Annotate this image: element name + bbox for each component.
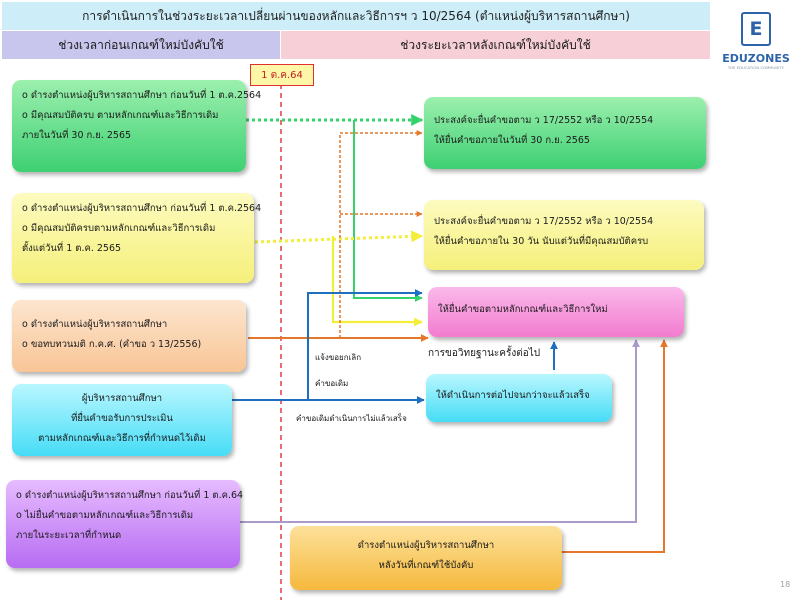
arrow-orange-dotted-to-right-green	[339, 130, 423, 338]
text-line: ให้ยื่นคำขอภายในวันที่ 30 ก.ย. 2565	[434, 135, 590, 146]
arrow-purple-to-new-criteria	[240, 339, 640, 523]
left-cyan-box: ผู้บริหารสถานศึกษา ที่ยื่นคำขอรับการประเ…	[12, 384, 232, 456]
arrow-green-to-new-criteria	[353, 120, 423, 302]
text-line: ที่ยื่นคำขอรับการประเมิน	[71, 413, 173, 424]
text-line: o ดำรงตำแหน่งผู้บริหารสถานศึกษา ก่อนวันท…	[22, 203, 262, 214]
logo-mark: E	[741, 12, 771, 46]
header-after-rule: ช่วงระยะเวลาหลังเกณฑ์ใหม่บังคับใช้	[281, 31, 710, 59]
text-line: ภายในวันที่ 30 ก.ย. 2565	[22, 130, 132, 141]
left-yellow-box: o ดำรงตำแหน่งผู้บริหารสถานศึกษา ก่อนวันท…	[12, 193, 262, 283]
right-yellow-box: ประสงค์จะยื่นคำขอตาม ว 17/2552 หรือ ว 10…	[424, 200, 704, 270]
arrow-orange-bottom-to-new-criteria	[562, 339, 668, 553]
text-line: หลังวันที่เกณฑ์ใช้บังคับ	[378, 560, 474, 571]
text-line: o ดำรงตำแหน่งผู้บริหารสถานศึกษา ก่อนวันท…	[16, 490, 244, 501]
logo-name: EDUZONES	[722, 52, 790, 65]
arrow-yellow-to-new-criteria	[331, 236, 423, 327]
right-new-criteria-box: ให้ยื่นคำขอตามหลักเกณฑ์และวิธีการใหม่	[428, 287, 684, 337]
label-unfinished-request: คำขอเดิมดำเนินการไม่แล้วเสร็จ	[296, 414, 407, 423]
text-line: ตั้งแต่วันที่ 1 ต.ค. 2565	[22, 243, 122, 254]
text-line: ประสงค์จะยื่นคำขอตาม ว 17/2552 หรือ ว 10…	[434, 115, 654, 126]
text-line: o มีคุณสมบัติครบ ตามหลักเกณฑ์และวิธีการเ…	[22, 110, 219, 121]
text-line: o ดำรงตำแหน่งผู้บริหารสถานศึกษา	[22, 319, 168, 330]
bottom-orange-box: ดำรงตำแหน่งผู้บริหารสถานศึกษา หลังวันที่…	[290, 526, 562, 590]
text-line: o มีคุณสมบัติครบตามหลักเกณฑ์และวิธีการเด…	[22, 223, 216, 234]
eduzones-logo: E EDUZONES THE EDUCATION COMMUNITY	[718, 12, 794, 80]
left-purple-box: o ดำรงตำแหน่งผู้บริหารสถานศึกษา ก่อนวันท…	[6, 480, 244, 568]
text-line: ผู้บริหารสถานศึกษา	[81, 393, 163, 404]
right-green-box: ประสงค์จะยื่นคำขอตาม ว 17/2552 หรือ ว 10…	[424, 97, 706, 169]
left-peach-box: o ดำรงตำแหน่งผู้บริหารสถานศึกษา o ขอทบทว…	[12, 300, 246, 372]
text-line: ให้ดำเนินการต่อไปจนกว่าจะแล้วเสร็จ	[436, 390, 590, 401]
label-cancel-notice: แจ้งขอยกเลิก	[315, 353, 362, 362]
header-before-rule: ช่วงเวลาก่อนเกณฑ์ใหม่บังคับใช้	[2, 31, 280, 59]
text-line: ให้ยื่นคำขอตามหลักเกณฑ์และวิธีการใหม่	[438, 304, 608, 315]
left-green-box: o ดำรงตำแหน่งผู้บริหารสถานศึกษา ก่อนวันท…	[12, 80, 262, 172]
text-line: o ไม่ยื่นคำขอตามหลักเกณฑ์และวิธีการเดิม	[16, 510, 194, 521]
right-continue-box: ให้ดำเนินการต่อไปจนกว่าจะแล้วเสร็จ	[426, 374, 612, 422]
page-title: การดำเนินการในช่วงระยะเวลาเปลี่ยนผ่านของ…	[2, 2, 710, 30]
cutoff-date-tag: 1 ต.ค.64	[250, 64, 314, 86]
arrow-blue-cancel-to-new-criteria	[232, 289, 423, 401]
text-line: ตามหลักเกณฑ์และวิธีการที่กำหนดไว้เดิม	[38, 433, 206, 444]
page-number: 18	[780, 580, 791, 589]
text-line: ดำรงตำแหน่งผู้บริหารสถานศึกษา	[357, 540, 495, 551]
text-line: o ขอทบทวนมติ ก.ค.ศ. (คำขอ ว 13/2556)	[22, 339, 202, 350]
arrow-yellow-to-right-yellow	[254, 230, 424, 244]
label-next-request: การขอวิทยฐานะครั้งต่อไป	[428, 348, 541, 359]
text-line: ภายในระยะเวลาที่กำหนด	[16, 530, 122, 541]
label-old-request: คำขอเดิม	[315, 379, 349, 388]
logo-tagline: THE EDUCATION COMMUNITY	[727, 66, 785, 70]
text-line: o ดำรงตำแหน่งผู้บริหารสถานศึกษา ก่อนวันท…	[22, 90, 262, 101]
text-line: ให้ยื่นคำขอภายใน 30 วัน นับแต่วันที่มีคุ…	[434, 236, 649, 247]
text-line: ประสงค์จะยื่นคำขอตาม ว 17/2552 หรือ ว 10…	[434, 216, 654, 227]
